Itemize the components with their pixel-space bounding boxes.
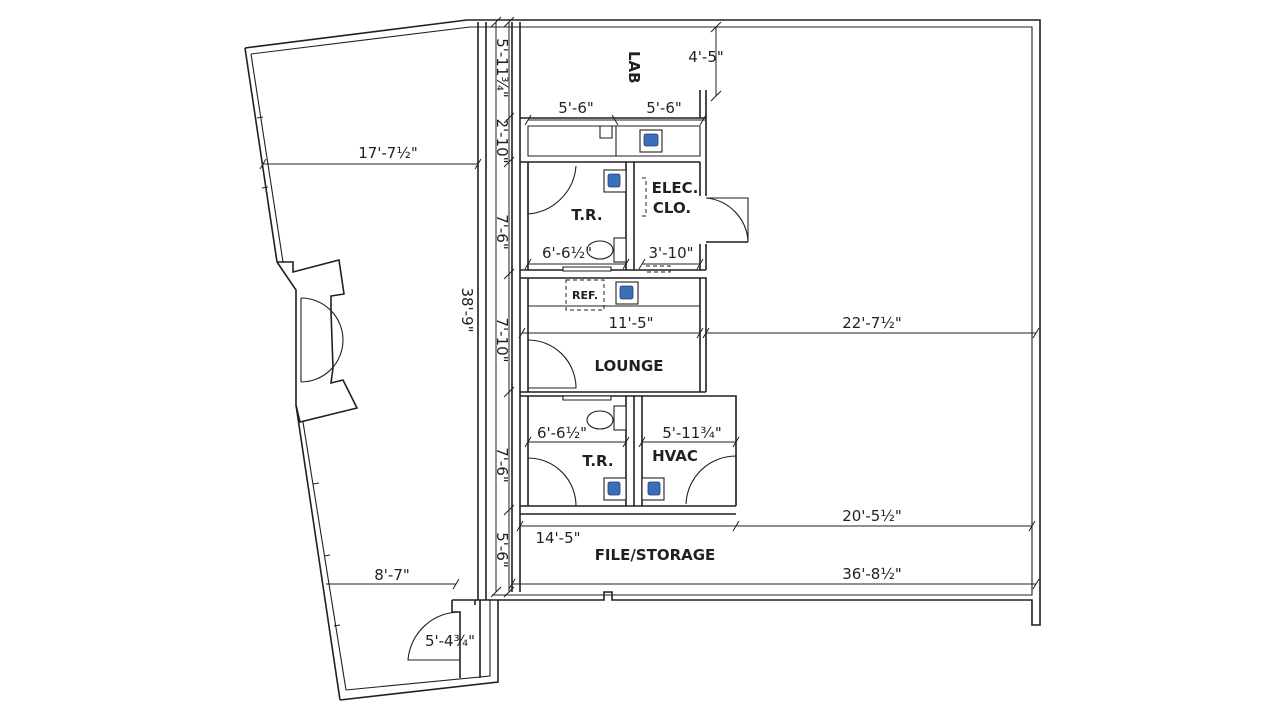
dim-hvac-width: 5'-11¾": [662, 424, 722, 442]
sink-bowl-icon: [607, 481, 621, 496]
room-label-tr-upper: T.R.: [571, 206, 602, 224]
room-label-ref: REF.: [572, 289, 598, 302]
room-label-hvac: HVAC: [652, 447, 698, 465]
dim-kitchen-left: 5'-6": [558, 99, 594, 117]
dim-kitchen-right: 5'-6": [646, 99, 682, 117]
dim-tr-upper-height: 7'-6": [493, 214, 511, 250]
dim-lab-notch: 4'-5": [688, 48, 724, 66]
room-label-tr-lower: T.R.: [582, 452, 613, 470]
dim-lounge-width: 11'-5": [608, 314, 653, 332]
sink-bowl-icon: [619, 285, 634, 300]
dim-west-width: 17'-7½": [358, 144, 418, 162]
room-label-lounge: LOUNGE: [594, 357, 663, 375]
dim-east-width-upper: 22'-7½": [842, 314, 902, 332]
dim-elec-width: 3'-10": [648, 244, 693, 262]
dim-storage-height: 5'-6": [493, 532, 511, 568]
room-label-elec-1: ELEC.: [652, 179, 699, 197]
sink-bowl-icon: [643, 133, 659, 147]
toilet-icon: [586, 237, 627, 263]
interior-core: [511, 22, 749, 592]
room-label-elec-2: CLO.: [653, 199, 691, 217]
toilet-icon: [586, 405, 627, 431]
dim-south-west-width: 8'-7": [374, 566, 410, 584]
exterior-walls: [244, 19, 1041, 701]
dimension-lines: [259, 16, 1040, 598]
dim-tr-lower-width: 6'-6½": [537, 424, 587, 442]
sink-bowl-icon: [647, 481, 661, 496]
plumbing-fixtures: [586, 129, 665, 501]
sink-bowl-icon: [607, 173, 621, 188]
dim-lab-top: 5'-11¾": [493, 38, 511, 98]
room-label-lab: LAB: [625, 51, 643, 84]
dim-vestibule: 5'-4¾": [425, 632, 475, 650]
dim-overall-height: 38'-9": [458, 287, 476, 332]
dim-tr-upper-width: 6'-6½": [542, 244, 592, 262]
dim-kitchen-depth: 2'-10": [493, 118, 511, 163]
dim-overall-width: 36'-8½": [842, 565, 902, 583]
dim-storage-width-left: 14'-5": [535, 529, 580, 547]
dim-tr-lower-height: 7'-6": [493, 447, 511, 483]
dim-lounge-height: 7'-10": [493, 317, 511, 362]
room-label-file-storage: FILE/STORAGE: [595, 546, 716, 564]
dim-storage-width-right: 20'-5½": [842, 507, 902, 525]
